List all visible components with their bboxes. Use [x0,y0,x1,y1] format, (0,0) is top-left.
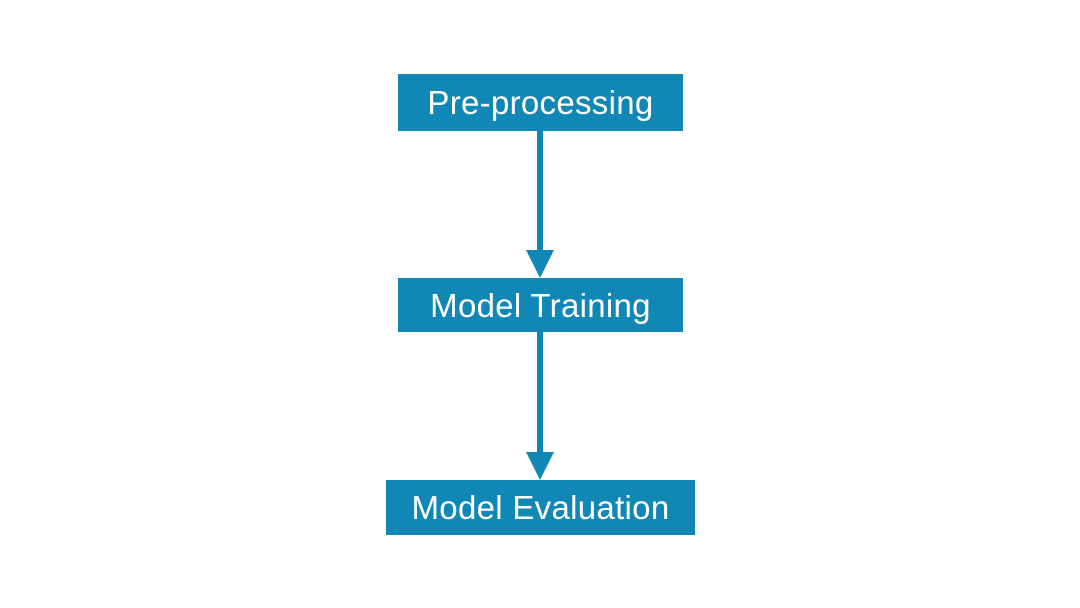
flow-node-model-training: Model Training [398,278,683,332]
down-arrow-icon [526,131,554,278]
down-arrow-icon [526,332,554,480]
flow-node-model-evaluation: Model Evaluation [386,480,695,535]
node-label-model-training: Model Training [430,286,651,324]
node-label-pre-processing: Pre-processing [427,84,654,121]
node-label-model-evaluation: Model Evaluation [411,489,670,526]
flow-node-pre-processing: Pre-processing [398,74,683,131]
